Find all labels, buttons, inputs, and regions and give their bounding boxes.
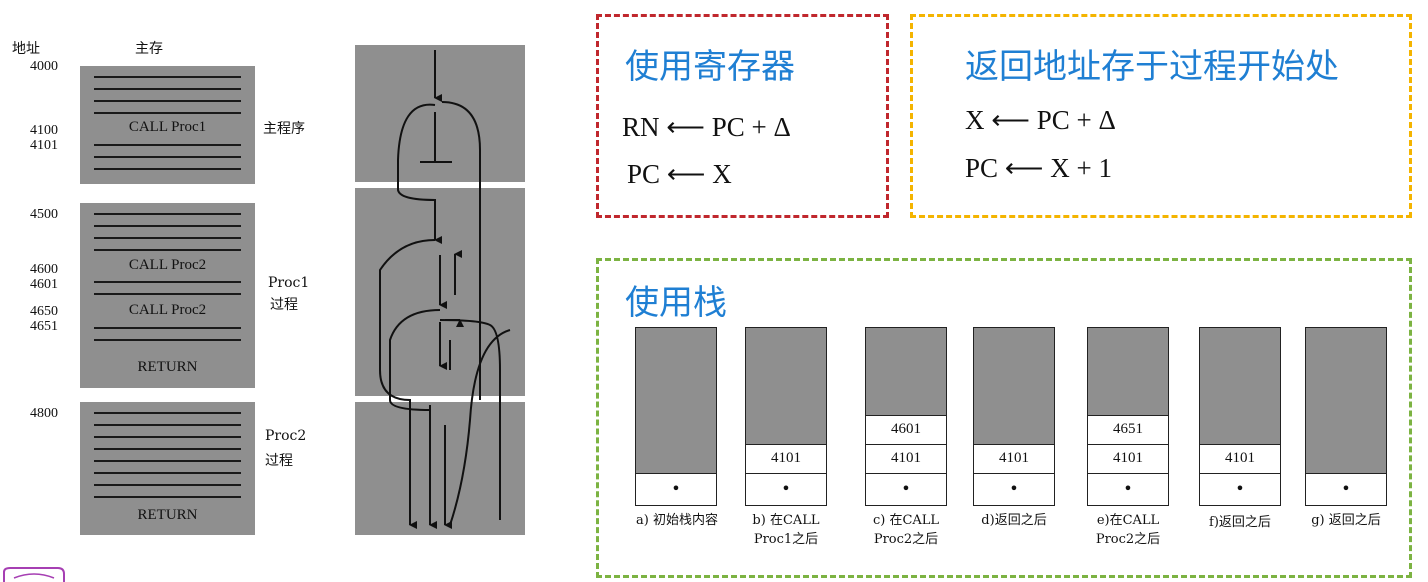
stack-bottom-dot: • bbox=[1306, 473, 1386, 505]
register-method-box: 使用寄存器 RN ⟵ PC + Δ PC ⟵ X bbox=[596, 14, 889, 218]
stack-caption: Proc1之后 bbox=[753, 532, 819, 547]
stack-caption: Proc2之后 bbox=[873, 532, 939, 547]
control-flow-diagram bbox=[355, 45, 525, 535]
address-label: 4650 bbox=[30, 304, 58, 319]
stack-bottom-dot: • bbox=[746, 473, 826, 505]
proc2-flow-block bbox=[355, 402, 525, 535]
stack-caption: a) 初始栈内容 bbox=[636, 513, 718, 528]
register-formula: PC ⟵ X bbox=[627, 159, 732, 189]
address-label: 4651 bbox=[30, 319, 58, 334]
stack-cell: 4101 bbox=[746, 444, 826, 473]
proc2-block: RETURN bbox=[80, 402, 255, 535]
return-address-title: 返回地址存于过程开始处 bbox=[965, 47, 1339, 87]
stack-snapshot: 4651 4101 • bbox=[1087, 327, 1169, 506]
stack-caption: Proc2之后 bbox=[1095, 532, 1161, 547]
stack-bottom-dot: • bbox=[866, 473, 946, 505]
return-formula: PC ⟵ X + 1 bbox=[965, 153, 1112, 183]
flow-arrow bbox=[449, 329, 511, 526]
proc1-label: Proc1 bbox=[268, 275, 310, 291]
main-program-label: 主程序 bbox=[263, 121, 305, 137]
call-proc1-instruction: CALL Proc1 bbox=[128, 119, 207, 135]
proc1-label: 过程 bbox=[270, 297, 298, 313]
address-label: 4101 bbox=[30, 138, 58, 153]
call-proc2-instruction: CALL Proc2 bbox=[128, 302, 207, 318]
stack-cell: 4101 bbox=[1200, 444, 1280, 473]
flow-arrow bbox=[379, 239, 436, 529]
stack-bottom-dot: • bbox=[1200, 473, 1280, 505]
memory-header: 主存 bbox=[135, 41, 163, 57]
proc1-block: CALL Proc2 CALL Proc2 RETURN bbox=[80, 203, 255, 388]
stack-bottom-dot: • bbox=[974, 473, 1054, 505]
stack-bottom-dot: • bbox=[636, 473, 716, 505]
stack-method-title: 使用栈 bbox=[625, 283, 727, 323]
stack-cell: 4101 bbox=[866, 444, 946, 473]
stack-caption: f)返回之后 bbox=[1209, 515, 1271, 530]
main-program-flow-block bbox=[355, 45, 525, 182]
main-program-block: CALL Proc1 bbox=[80, 66, 255, 184]
stack-caption: c) 在CALL bbox=[872, 513, 940, 528]
decorative-tab-icon bbox=[3, 567, 65, 582]
stack-caption: e)在CALL bbox=[1096, 513, 1160, 528]
address-label: 4800 bbox=[30, 406, 58, 421]
stack-bottom-dot: • bbox=[1088, 473, 1168, 505]
stack-cell: 4101 bbox=[974, 444, 1054, 473]
stack-caption: g) 返回之后 bbox=[1311, 513, 1381, 528]
return-address-box: 返回地址存于过程开始处 X ⟵ PC + Δ PC ⟵ X + 1 bbox=[910, 14, 1412, 218]
return-formula: X ⟵ PC + Δ bbox=[965, 105, 1116, 135]
call-proc2-instruction: CALL Proc2 bbox=[128, 257, 207, 273]
stack-snapshot: 4101 • bbox=[745, 327, 827, 506]
stack-snapshot: • bbox=[1305, 327, 1387, 506]
stack-snapshot: 4101 • bbox=[973, 327, 1055, 506]
address-label: 4500 bbox=[30, 207, 58, 222]
address-header: 地址 bbox=[12, 41, 40, 57]
flow-arrow bbox=[441, 101, 481, 400]
proc2-label: 过程 bbox=[265, 453, 293, 469]
return-instruction: RETURN bbox=[137, 507, 198, 523]
stack-snapshot: 4101 • bbox=[1199, 327, 1281, 506]
register-formula: RN ⟵ PC + Δ bbox=[622, 112, 791, 142]
stack-snapshot: • bbox=[635, 327, 717, 506]
stack-method-box: 使用栈 • a) 初始栈内容 4101 • b) 在CALL Proc1之后 4… bbox=[596, 258, 1412, 578]
stack-cell: 4651 bbox=[1088, 415, 1168, 444]
flow-arrow bbox=[397, 103, 442, 244]
stack-caption: d)返回之后 bbox=[981, 513, 1047, 528]
stack-cell: 4601 bbox=[866, 415, 946, 444]
stack-caption: b) 在CALL bbox=[752, 513, 820, 528]
address-label: 4600 bbox=[30, 262, 58, 277]
return-instruction: RETURN bbox=[137, 359, 198, 375]
proc2-label: Proc2 bbox=[265, 428, 307, 444]
register-method-title: 使用寄存器 bbox=[625, 47, 795, 87]
address-label: 4000 bbox=[30, 59, 58, 74]
address-label: 4100 bbox=[30, 123, 58, 138]
stack-cell: 4101 bbox=[1088, 444, 1168, 473]
address-label: 4601 bbox=[30, 277, 58, 292]
stack-snapshot: 4601 4101 • bbox=[865, 327, 947, 506]
flow-arrow bbox=[389, 309, 441, 529]
